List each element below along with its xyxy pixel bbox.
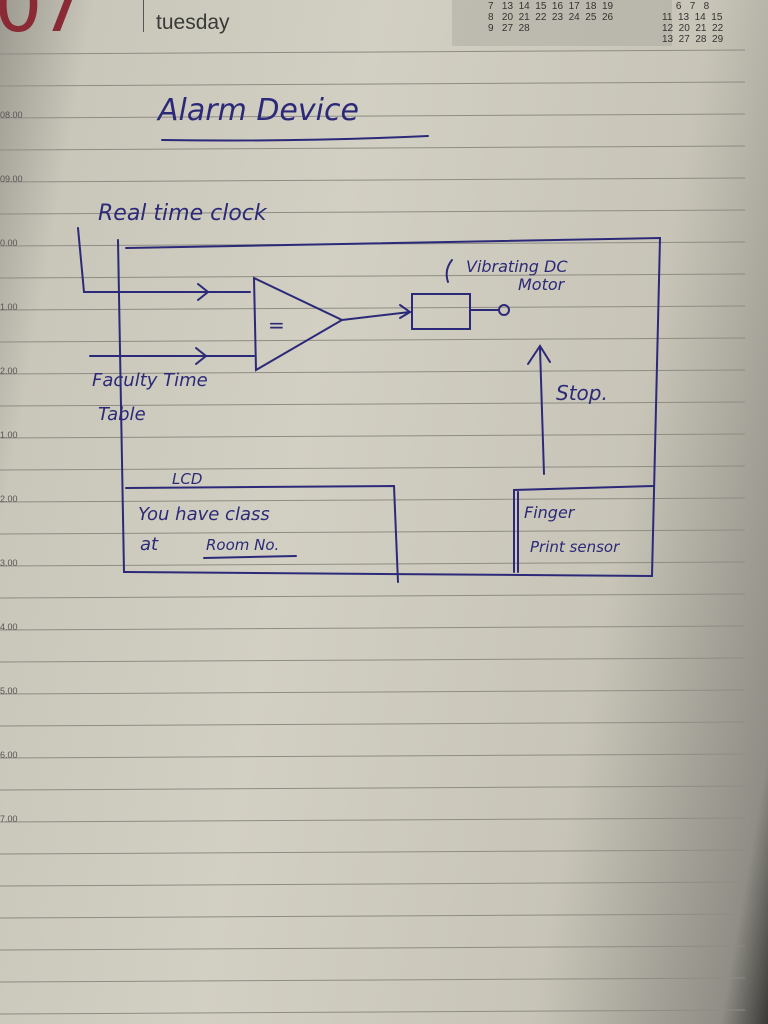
timetable-label-2: Table bbox=[98, 404, 146, 425]
ruled-line bbox=[0, 49, 746, 55]
ruled-line bbox=[0, 433, 746, 439]
header-divider bbox=[143, 0, 144, 32]
ruled-line bbox=[0, 945, 746, 951]
room-underline bbox=[203, 555, 297, 559]
timetable-label-1: Faculty Time bbox=[92, 370, 208, 391]
time-label: 09.00 bbox=[0, 174, 23, 184]
lcd-text-2-room: Room No. bbox=[206, 536, 279, 554]
mini-calendar-left: 7 13 14 15 16 17 18 19 8 20 21 22 23 24 … bbox=[488, 1, 613, 34]
calendar-row: 12 20 21 22 bbox=[662, 23, 724, 34]
calendar-row: 9 27 28 bbox=[488, 23, 530, 34]
calendar-row: 11 13 14 15 bbox=[662, 12, 723, 23]
calendar-row: 8 20 21 22 23 24 25 26 bbox=[488, 12, 614, 23]
ruled-line bbox=[0, 721, 746, 727]
calendar-row: 7 13 14 15 16 17 18 19 bbox=[488, 1, 614, 12]
ruled-line bbox=[0, 177, 746, 183]
ruled-line bbox=[0, 1009, 746, 1015]
weekday: tuesday bbox=[156, 11, 230, 34]
sensor-label-1: Finger bbox=[524, 503, 576, 522]
rtc-label: Real time clock bbox=[98, 201, 268, 226]
ruled-line bbox=[0, 305, 746, 311]
ruled-line bbox=[0, 657, 746, 663]
lcd-box bbox=[125, 484, 399, 583]
mini-calendar-right: 6 7 8 11 13 14 15 12 20 21 22 13 27 28 2… bbox=[662, 1, 723, 45]
ruled-line bbox=[0, 753, 746, 759]
ruled-line bbox=[0, 369, 746, 375]
time-label: 1.00 bbox=[0, 302, 18, 312]
ruled-line bbox=[0, 977, 746, 983]
ruled-line bbox=[0, 113, 746, 119]
ruled-line bbox=[0, 817, 746, 823]
ruled-line bbox=[0, 689, 746, 695]
rtc-wire bbox=[77, 227, 251, 293]
time-label: 6.00 bbox=[0, 750, 18, 760]
motor-terminal bbox=[498, 304, 510, 316]
stop-wire bbox=[539, 347, 545, 475]
time-label: 1.00 bbox=[0, 430, 18, 440]
lcd-text-1: You have class bbox=[138, 504, 270, 525]
motor-label-1: Vibrating DC bbox=[466, 257, 568, 276]
planner-header: 07 tuesday 7 13 14 15 16 17 18 19 8 20 2… bbox=[0, 0, 768, 49]
ruled-line bbox=[0, 785, 746, 791]
motor-wire bbox=[341, 311, 411, 321]
sensor-label-2: Print sensor bbox=[530, 538, 620, 556]
time-label: 2.00 bbox=[0, 366, 18, 376]
arrow-up-icon bbox=[527, 344, 551, 365]
time-label: 3.00 bbox=[0, 558, 18, 568]
ruled-line bbox=[0, 81, 746, 87]
outer-loop-wire bbox=[117, 236, 662, 578]
ruled-line bbox=[0, 145, 746, 151]
ruled-line bbox=[0, 849, 746, 855]
time-label: 2.00 bbox=[0, 494, 18, 504]
time-label: 4.00 bbox=[0, 622, 18, 632]
sensor-box bbox=[513, 485, 655, 573]
ruled-line bbox=[0, 401, 746, 407]
lcd-label: LCD bbox=[172, 470, 202, 488]
arrow-icon bbox=[195, 347, 208, 365]
time-label: 0.00 bbox=[0, 238, 18, 248]
ruled-line bbox=[0, 497, 746, 503]
ruled-line bbox=[0, 209, 746, 215]
title-underline bbox=[161, 135, 429, 142]
calendar-row: 6 7 8 bbox=[662, 1, 710, 12]
comparator-symbol bbox=[252, 276, 345, 372]
mini-calendar-background bbox=[452, 0, 672, 46]
lcd-text-2-prefix: at bbox=[140, 534, 159, 555]
ruled-line bbox=[0, 881, 746, 887]
time-label: 7.00 bbox=[0, 814, 18, 824]
time-label: 5.00 bbox=[0, 686, 18, 696]
day-number: 07 bbox=[0, 0, 87, 49]
time-label: 08.00 bbox=[0, 110, 23, 120]
calendar-row: 13 27 28 29 bbox=[662, 34, 724, 45]
motor-box bbox=[411, 293, 471, 330]
motor-label-2: Motor bbox=[518, 275, 566, 294]
label-pointer bbox=[445, 259, 453, 283]
ruled-line bbox=[0, 273, 746, 279]
ruled-line bbox=[0, 625, 746, 631]
ruled-line bbox=[0, 913, 746, 919]
diagram-title: Alarm Device bbox=[156, 93, 359, 128]
arrow-icon bbox=[399, 304, 412, 319]
ruled-line bbox=[0, 593, 746, 599]
ruled-line bbox=[0, 465, 746, 471]
comparator-equals: = bbox=[268, 313, 285, 337]
stop-label: Stop. bbox=[556, 381, 608, 405]
ruled-line bbox=[0, 337, 746, 343]
arrow-icon bbox=[197, 283, 210, 301]
